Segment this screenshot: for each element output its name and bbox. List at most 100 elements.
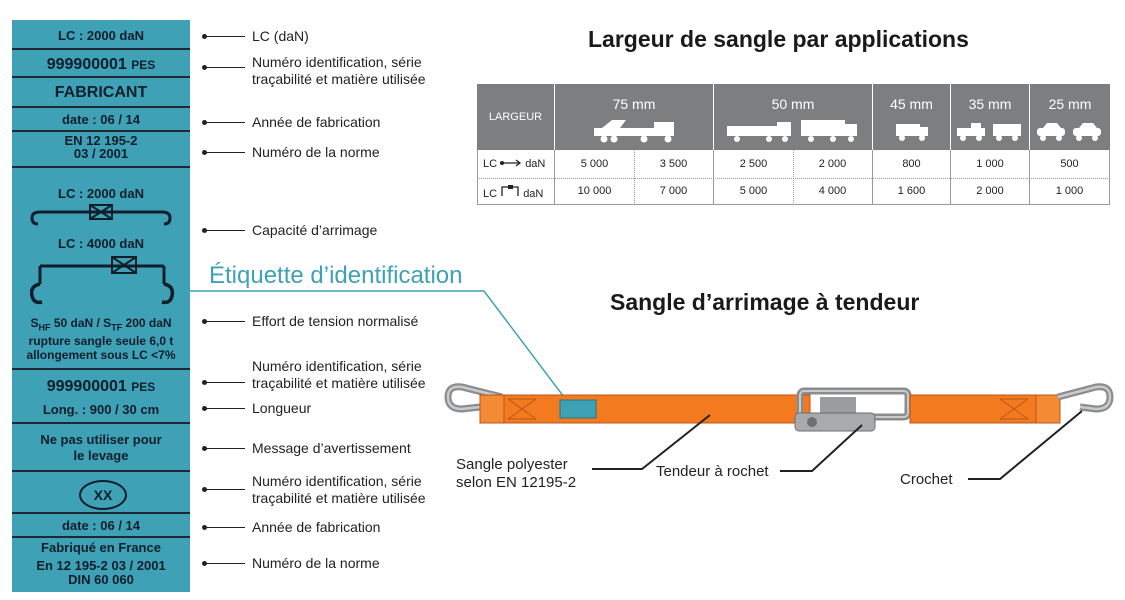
label-date-1: date : 06 / 14 <box>61 112 141 127</box>
callout-dot <box>202 120 207 125</box>
label-norme-1-line2: 03 / 2001 <box>73 146 129 161</box>
table-cell: 800 <box>902 158 921 170</box>
table-col-divider <box>554 150 555 205</box>
callout-norme-2: Numéro de la norme <box>252 555 380 571</box>
callout-effort: Effort de tension normalisé <box>252 313 419 329</box>
callout-annee-2: Année de fabrication <box>252 519 381 535</box>
table-cell: 500 <box>1060 158 1079 170</box>
label-id-1-material: PES <box>131 58 156 72</box>
callout-id-3: Numéro identification, série traçabilité… <box>252 473 426 506</box>
label-origin-line: Fabriqué en France <box>41 540 161 555</box>
table-col-divider <box>950 150 951 205</box>
label-divider <box>12 76 190 78</box>
truck-icons <box>727 120 857 142</box>
table-header-35mm: 35 mm <box>951 84 1029 150</box>
label-divider <box>12 368 190 370</box>
table-border <box>1109 150 1110 205</box>
straight-lashing-small-icon <box>500 159 522 167</box>
label-divider <box>12 166 190 168</box>
table-cell: 2 500 <box>739 158 768 170</box>
callout-line <box>205 122 245 123</box>
callout-line <box>205 36 245 37</box>
callout-dot <box>202 525 207 530</box>
callout-dot <box>202 406 207 411</box>
callout-longueur: Longueur <box>252 400 312 416</box>
label-norme-1: EN 12 195-2 03 / 2001 <box>12 134 190 160</box>
table-cell: 2 000 <box>976 185 1004 197</box>
label-tension-line3: allongement sous LC <7% <box>26 348 176 363</box>
crochet-label: Crochet <box>900 471 953 488</box>
table-row-1-label: LC daN <box>483 158 546 170</box>
callout-dot <box>202 380 207 385</box>
table-cell: 5 000 <box>580 158 609 170</box>
table-header-50mm: 50 mm <box>714 84 872 150</box>
strap-title: Sangle d’arrimage à tendeur <box>610 289 920 315</box>
callout-message: Message d’avertissement <box>252 440 411 456</box>
ratchet-strap-illustration <box>444 383 1114 480</box>
label-divider <box>12 48 190 50</box>
callout-line <box>205 448 245 449</box>
pickup-icons <box>957 123 1021 141</box>
table-cell: 5 000 <box>739 185 768 197</box>
label-tension-line2: rupture sangle seule 6,0 t <box>28 334 174 349</box>
table-cell: 7 000 <box>659 185 688 197</box>
label-id-2-number: 999900001 <box>46 378 127 395</box>
table-header-largeur: LARGEUR <box>477 84 554 150</box>
callout-dot <box>202 319 207 324</box>
callout-dot <box>202 150 207 155</box>
label-divider <box>12 470 190 472</box>
truck-trailer-icon <box>594 120 674 143</box>
label-id-1-number: 999900001 <box>46 56 127 73</box>
label-norme-2-line2: DIN 60 060 <box>68 572 134 587</box>
table-header-45mm: 45 mm <box>873 84 950 150</box>
callout-id-1: Numéro identification, série traçabilité… <box>252 54 426 87</box>
callout-annee-1: Année de fabrication <box>252 114 381 130</box>
label-date-2: date : 06 / 14 <box>61 518 141 533</box>
callout-line <box>205 67 245 68</box>
callout-lc: LC (daN) <box>252 28 309 44</box>
table-col-divider <box>872 150 873 205</box>
label-tension-line1: SHF 50 daN / STF 200 daN <box>30 316 172 333</box>
label-norme-1-line1: EN 12 195-2 <box>64 133 138 148</box>
table-cell: 1 000 <box>976 158 1004 170</box>
callout-id-2: Numéro identification, série traçabilité… <box>252 358 426 391</box>
label-divider <box>12 536 190 538</box>
table-cell: 1 600 <box>897 185 926 197</box>
label-warning: Ne pas utiliser pour le levage <box>40 432 162 463</box>
label-longueur: Long. : 900 / 30 cm <box>42 402 160 417</box>
table-col-divider <box>634 150 635 205</box>
callout-line <box>205 382 245 383</box>
table-col-divider <box>793 150 794 205</box>
callout-line <box>205 408 245 409</box>
callout-dot <box>202 65 207 70</box>
label-fabricant: FABRICANT <box>54 84 148 101</box>
width-table: LARGEUR 75 mm 50 mm 45 mm 35 mm <box>477 84 1110 205</box>
identification-label: LC : 2000 daN 999900001 PES FABRICANT da… <box>12 20 190 592</box>
label-id-1: 999900001 PES <box>12 56 190 74</box>
u-lashing-small-icon <box>501 185 519 196</box>
u-lashing-icon <box>29 256 175 305</box>
table-cell: 3 500 <box>659 158 688 170</box>
label-id-2: 999900001 PES <box>12 378 190 396</box>
callout-line <box>205 321 245 322</box>
label-xx-oval: XX <box>79 480 127 510</box>
table-row-2-label: LC daN <box>483 185 553 200</box>
straight-lashing-icon <box>30 204 172 226</box>
label-norme-2-line1: En 12 195-2 03 / 2001 <box>36 558 166 573</box>
callout-dot <box>202 487 207 492</box>
callout-norme-1: Numéro de la norme <box>252 144 380 160</box>
callout-capacite: Capacité d’arrimage <box>252 222 378 238</box>
callout-dot <box>202 446 207 451</box>
callout-line <box>205 152 245 153</box>
table-col-divider <box>1029 150 1030 205</box>
table-col-divider <box>713 150 714 205</box>
label-divider <box>12 106 190 108</box>
callout-line <box>205 489 245 490</box>
label-capacity-2: LC : 4000 daN <box>58 236 144 251</box>
tendeur-label: Tendeur à rochet <box>656 463 769 480</box>
etiquette-title: Étiquette d’identification <box>209 262 463 289</box>
callout-dot <box>202 228 207 233</box>
table-header-75mm: 75 mm <box>555 84 713 150</box>
van-icon <box>895 124 928 141</box>
